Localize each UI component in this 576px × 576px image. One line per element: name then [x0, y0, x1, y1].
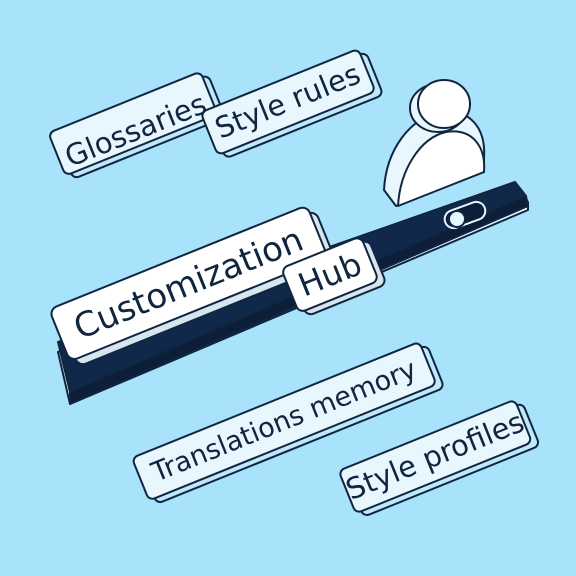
person-silhouette-icon	[383, 79, 486, 207]
toggle-switch-icon[interactable]	[442, 199, 488, 230]
hub-card: Hub	[282, 237, 386, 316]
